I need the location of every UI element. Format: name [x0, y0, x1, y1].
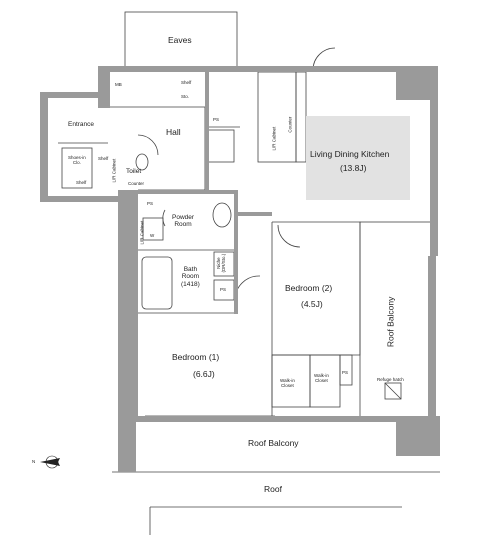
powder-sink — [212, 202, 232, 228]
wall-left-top — [40, 92, 108, 98]
eaves-label: Eaves — [168, 35, 192, 45]
wall-left-entrance — [40, 92, 48, 202]
wall-interior-2 — [138, 190, 238, 194]
lr-cabinet-toilet-label: L/R Cabinet — [111, 158, 117, 183]
walkin2-label: Walk-in Closet — [314, 373, 329, 384]
counter-toilet-label: Counter — [128, 181, 145, 186]
niche-label: Niche (DR/Sto.) — [216, 253, 227, 273]
ps-hall-outline — [205, 129, 235, 163]
ps-hall-label: PS — [213, 117, 220, 122]
sto-label: Sto. — [181, 94, 190, 99]
bedroom2-name-label: Bedroom (2) — [285, 283, 333, 293]
powder-room-label: Powder Room — [172, 214, 195, 229]
mb-label: MB — [115, 82, 122, 87]
roof-balcony-right-label: Roof Balcony — [385, 296, 396, 348]
washer-label: W — [150, 233, 155, 238]
wall-mb — [98, 66, 110, 108]
wall-bottom — [118, 416, 440, 422]
hall-label: Hall — [166, 127, 181, 137]
ldk-size-label: (13.8J) — [340, 163, 367, 173]
ps-walkin-outline — [339, 354, 353, 386]
lr-cabinet-kitchen-label: L/R Cabinet — [271, 126, 277, 151]
shelf-left-label: Shelf — [76, 180, 87, 185]
wall-interior-1 — [205, 72, 209, 190]
kitchen-cabinet — [295, 71, 307, 163]
door-swing-hall — [137, 134, 159, 156]
counter-kitchen-label: Counter — [287, 116, 293, 133]
bedroom2-size-label: (4.5J) — [301, 299, 323, 309]
refuge-hatch — [384, 382, 402, 400]
wall-left-main — [118, 190, 138, 422]
wall-left-bottom — [40, 196, 124, 202]
refuge-hatch-x1 — [384, 382, 402, 400]
wall-right-lower — [428, 256, 436, 422]
wall-interior-4 — [238, 212, 272, 216]
bedroom1-name-label: Bedroom (1) — [172, 352, 220, 362]
toilet-label: Toilet — [126, 168, 142, 175]
shelf-small-label: Shelf — [98, 156, 109, 161]
washer-box — [142, 217, 164, 241]
entrance-label: Entrance — [68, 121, 95, 128]
wall-right — [430, 66, 438, 256]
toilet-bowl — [135, 153, 149, 171]
door-swing-bed1 — [234, 275, 261, 301]
wall-bottom-right — [396, 416, 440, 456]
wall-interior-3 — [234, 190, 238, 314]
wall-top-left — [98, 66, 206, 72]
wall-bottom-left — [118, 416, 136, 472]
refuge-hatch-label: Refuge hatch — [377, 377, 404, 382]
north-label: N — [32, 459, 36, 464]
shoe-closet-label: Shoes-in Clo. — [68, 155, 86, 166]
bath-tub — [141, 256, 173, 310]
lr-cabinet-powder-label: L/R Cabinet — [139, 220, 145, 245]
walkin1-label: Walk-in Closet — [280, 378, 295, 389]
bath-room-label: Bath Room (1418) — [181, 266, 200, 288]
roof-balcony-bottom-label: Roof Balcony — [248, 438, 299, 448]
north-arrow — [40, 455, 60, 469]
partition-hall — [108, 106, 206, 191]
roof-label: Roof — [264, 484, 282, 494]
shoe-closet-outline — [61, 147, 93, 189]
ldk-name-label: Living Dining Kitchen — [310, 149, 390, 159]
ldk-floor — [306, 116, 410, 200]
ps-bath-label: PS — [220, 287, 227, 292]
door-swing-bed2 — [277, 224, 301, 248]
bedroom1-size-label: (6.6J) — [193, 369, 215, 379]
wall-top-right — [206, 66, 438, 72]
ps-walkin-label: PS — [342, 370, 349, 375]
ps-powder-label: PS — [147, 201, 154, 206]
shelf-top-label: Shelf — [181, 80, 192, 85]
